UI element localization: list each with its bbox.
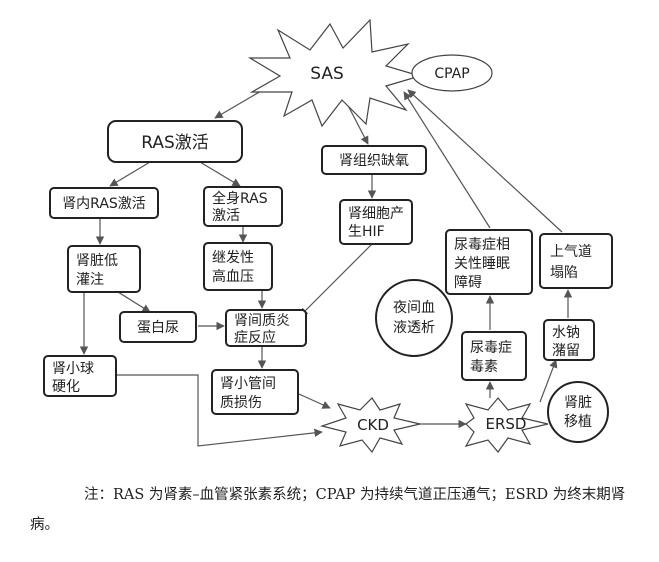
hypoxia-node: 肾组织缺氧 (321, 145, 427, 175)
dialysis-node: 夜间血 液透析 (375, 279, 453, 357)
proteinuria-node: 蛋白尿 (119, 311, 197, 343)
hypoxia-label: 肾组织缺氧 (339, 153, 409, 169)
ckd-starburst (319, 397, 421, 454)
edge-ras-systemic (199, 161, 241, 187)
sas-label: SAS (310, 64, 344, 84)
hypertension-line-1: 继发性 (212, 250, 254, 266)
edge-glomerulo-ckd (116, 374, 323, 447)
airway-collapse-box (539, 233, 613, 289)
airway-collapse-node: 上气道 塌陷 (539, 233, 613, 289)
esrd-starburst (464, 397, 549, 453)
dialysis-line-2: 液透析 (393, 320, 435, 336)
sodium-line-1: 水钠 (552, 325, 580, 341)
cpap-label: CPAP (434, 66, 469, 82)
transplant-circle (547, 381, 609, 443)
glomerulo-node: 肾小球 硬化 (43, 355, 117, 397)
edge-airway-sas (407, 89, 563, 233)
caption-text: 注：RAS 为肾素–血管紧张素系统；CPAP 为持续气道正压通气；ESRD 为终… (30, 487, 626, 533)
hypoperfusion-line-2: 灌注 (76, 272, 104, 288)
intrarenal-ras-node: 肾内RAS激活 (49, 187, 159, 219)
intrarenal-ras-box (49, 187, 159, 219)
glomerulo-box (43, 355, 117, 397)
sodium-line-2: 潴留 (552, 343, 580, 359)
uremia-sleep-box (445, 229, 533, 295)
hif-node: 肾细胞产 生HIF (339, 199, 413, 245)
uremia-sleep-line-3: 障碍 (454, 275, 482, 291)
interstitial-line-1: 肾间质炎 (234, 313, 290, 329)
dialysis-line-1: 夜间血 (393, 300, 435, 316)
intrarenal-ras-label: 肾内RAS激活 (62, 195, 146, 212)
airway-collapse-line-1: 上气道 (550, 244, 592, 260)
ckd-label: CKD (357, 416, 389, 434)
transplant-line-2: 移植 (564, 414, 592, 430)
systemic-ras-box (203, 186, 283, 227)
interstitial-node: 肾间质炎 症反应 (225, 309, 307, 347)
hypertension-node: 继发性 高血压 (203, 242, 273, 291)
tubular-node: 肾小管间 质损伤 (211, 369, 299, 415)
hypertension-line-2: 高血压 (212, 268, 254, 285)
proteinuria-label: 蛋白尿 (137, 320, 179, 336)
tubular-line-2: 质损伤 (220, 395, 262, 411)
transplant-node: 肾脏 移植 (547, 381, 609, 443)
uremia-sleep-line-2: 关性睡眠 (454, 256, 510, 272)
tubular-box (211, 369, 299, 415)
flow-diagram: SAS CPAP RAS激活 肾组织缺氧 肾内RAS激活 全身RAS 激活 肾细… (43, 18, 613, 454)
glomerulo-line-1: 肾小球 (52, 361, 94, 377)
interstitial-box (225, 309, 307, 347)
glomerulo-line-2: 硬化 (52, 379, 80, 395)
uremic-toxin-node: 尿毒症 毒素 (461, 331, 527, 381)
edge-hypoperfusion-proteinuria (117, 291, 151, 313)
edges (79, 73, 573, 447)
edge-esrd-sodium (539, 359, 558, 403)
proteinuria-box (119, 311, 197, 343)
systemic-ras-line-2: 激活 (212, 207, 240, 224)
uremia-sleep-node: 尿毒症相 关性睡眠 障碍 (445, 229, 533, 295)
hypertension-box (203, 242, 273, 291)
hif-box (339, 199, 413, 245)
hypoxia-box (321, 145, 427, 175)
sodium-box (543, 319, 595, 361)
ras-box (107, 120, 243, 163)
sodium-node: 水钠 潴留 (543, 319, 595, 361)
hif-line-2: 生HIF (348, 224, 385, 240)
sas-node: SAS (247, 18, 423, 128)
hypoperfusion-box (67, 245, 141, 293)
systemic-ras-node: 全身RAS 激活 (203, 186, 283, 227)
cpap-node: CPAP (411, 54, 493, 92)
hypoperfusion-node: 肾脏低 灌注 (67, 245, 141, 293)
uremic-toxin-box (461, 331, 527, 381)
figure-caption: 注：RAS 为肾素–血管紧张素系统；CPAP 为持续气道正压通气；ESRD 为终… (30, 480, 630, 540)
edge-ras-intrarenal (109, 161, 151, 187)
ras-node: RAS激活 (107, 120, 243, 163)
esrd-label: ERSD (486, 415, 527, 433)
transplant-line-1: 肾脏 (564, 395, 592, 411)
ckd-node: CKD (319, 397, 421, 454)
uremia-sleep-line-1: 尿毒症相 (454, 237, 510, 253)
edge-sleep-sas (403, 91, 491, 229)
cpap-ellipse (411, 54, 493, 92)
ras-label: RAS激活 (141, 133, 209, 153)
esrd-node: ERSD (464, 397, 549, 453)
tubular-line-1: 肾小管间 (220, 376, 276, 392)
airway-collapse-line-2: 塌陷 (550, 265, 578, 281)
dialysis-circle (375, 279, 453, 357)
sas-starburst (247, 18, 423, 128)
uremic-toxin-line-1: 尿毒症 (470, 340, 512, 356)
hypoperfusion-line-1: 肾脏低 (76, 253, 118, 269)
uremic-toxin-line-2: 毒素 (470, 359, 498, 375)
systemic-ras-line-1: 全身RAS (212, 190, 268, 207)
edge-hif-interstitial (299, 243, 373, 317)
interstitial-line-2: 症反应 (234, 329, 276, 346)
hif-line-1: 肾细胞产 (348, 206, 404, 222)
